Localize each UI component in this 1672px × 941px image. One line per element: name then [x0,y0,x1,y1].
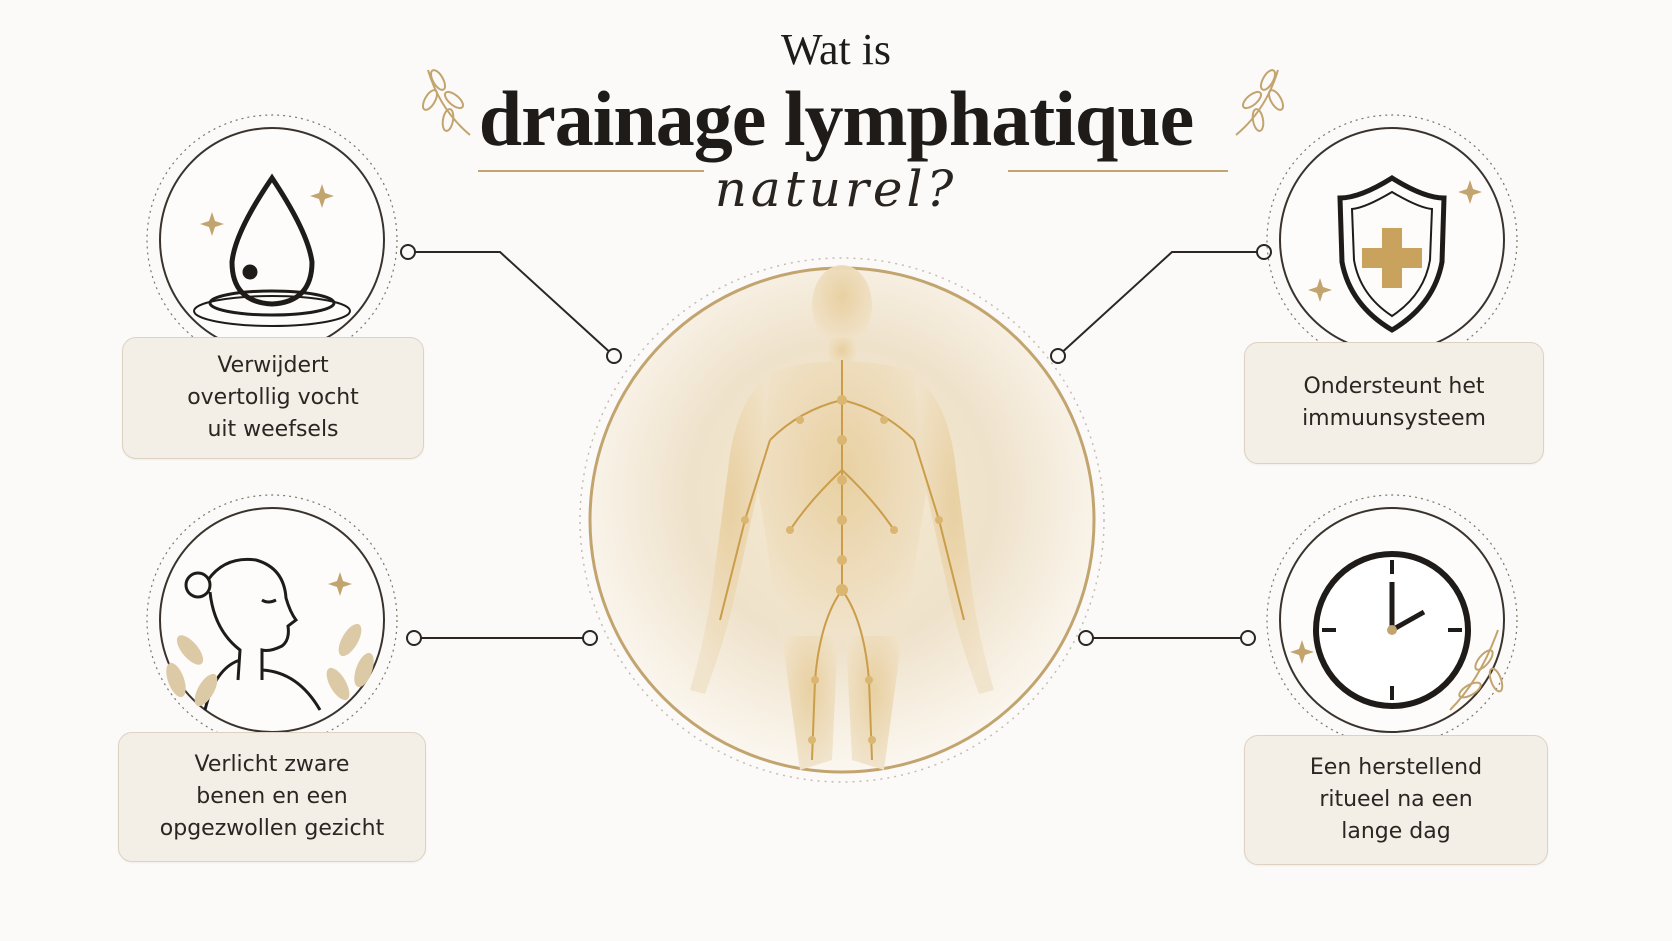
sparkle-icon [200,184,334,236]
title-rule-left [478,170,704,172]
water-drop-icon [193,173,351,327]
icon-circle-top-left [146,114,398,366]
icon-circle-bottom-left [146,494,398,746]
benefit-card-top-right: Ondersteunt het immuunsysteem [1244,342,1544,464]
laurel-right-icon [1235,69,1284,136]
laurel-left-icon [422,69,471,136]
title-rule-right [1008,170,1228,172]
title-line-1: Wat is [780,25,892,74]
connectors [400,244,1272,646]
leaf-decoration-icon [1449,629,1504,711]
leaf-decoration-icon [166,623,374,707]
sparkle-icon [1308,180,1482,302]
center-outer-dotted-ring [579,257,1105,783]
sparkle-icon [328,572,352,596]
benefit-card-top-left: Verwijdert overtollig vocht uit weefsels [122,337,424,459]
woman-relaxing-icon [184,557,322,711]
benefit-text: Verlicht zware benen en een opgezwollen … [159,752,385,841]
benefit-card-bottom-right: Een herstellend ritueel na een lange dag [1244,735,1548,865]
benefit-text: Een herstellend ritueel na een lange dag [1309,755,1483,844]
lymphatic-body-illustration [690,265,994,770]
benefit-text: Ondersteunt het immuunsysteem [1302,374,1486,431]
sparkle-icon [1290,640,1314,664]
benefit-text: Verwijdert overtollig vocht uit weefsels [187,353,359,442]
page-title: drainage lymphatique [478,75,1195,162]
clock-icon [1313,551,1471,709]
title-script: naturel? [714,160,958,218]
shield-cross-icon [1337,175,1447,333]
benefit-card-bottom-left: Verlicht zware benen en een opgezwollen … [118,732,426,862]
